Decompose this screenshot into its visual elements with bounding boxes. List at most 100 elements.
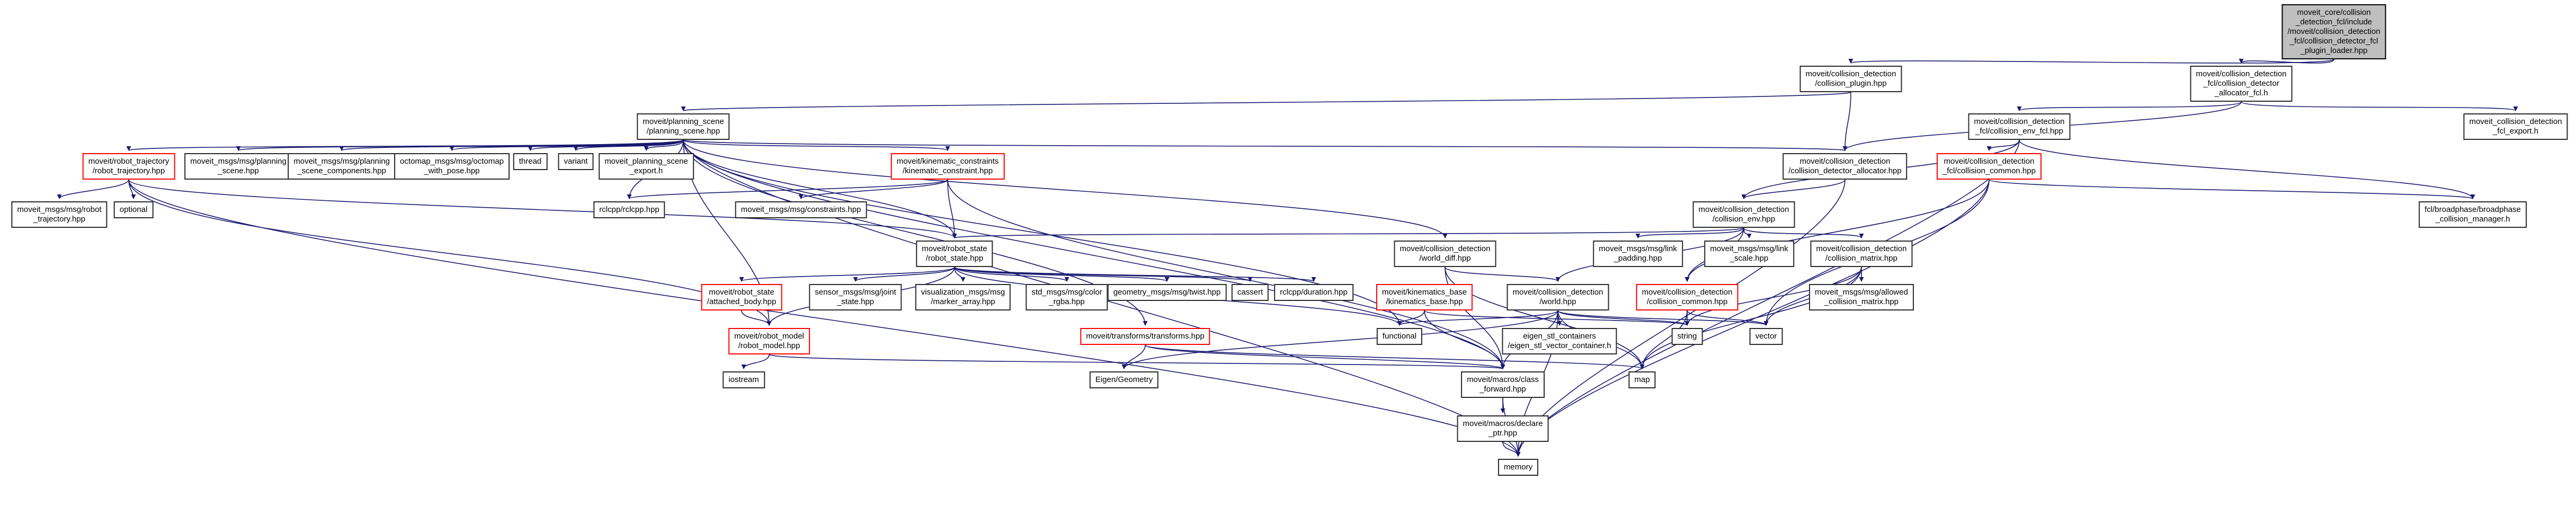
graph-node-iostream[interactable]: iostream	[723, 371, 765, 388]
edge-collision_detector_allocator-to-memory	[1516, 179, 1846, 457]
graph-node-env_fcl[interactable]: moveit/collision_detection_fcl/collision…	[1968, 113, 2071, 140]
graph-node-twist[interactable]: geometry_msgs/msg/twist.hpp	[1107, 284, 1227, 301]
edge-collision_env-to-robot_state	[952, 227, 1744, 238]
edge-transforms-to-map	[1145, 344, 1645, 369]
edge-fcl_collision_common-to-collision_common	[1684, 179, 1990, 282]
edge-robot_state-to-joint_state	[853, 267, 955, 282]
graph-node-robot_trajectory[interactable]: moveit/robot_trajectory/robot_trajectory…	[82, 153, 175, 180]
edge-robot_trajectory-to-msgs_robot_trajectory	[57, 179, 129, 199]
edge-transforms-to-class_forward	[1145, 344, 1505, 369]
edge-planning_scene-to-world_diff	[683, 139, 1448, 238]
graph-node-rclcpp_duration[interactable]: rclcpp/duration.hpp	[1274, 284, 1353, 301]
edge-declare_ptr-to-memory	[1502, 441, 1521, 457]
edge-kinematics_base-to-string	[1424, 310, 1690, 326]
graph-node-declare_ptr[interactable]: moveit/macros/declare_ptr.hpp	[1457, 415, 1549, 442]
edge-kinematic_constraint-to-rclcpp	[627, 179, 948, 199]
graph-node-planning_scene[interactable]: moveit/planning_scene/planning_scene.hpp	[637, 113, 730, 140]
edge-robot_state-to-color_rgba	[954, 267, 1069, 282]
graph-node-string[interactable]: string	[1671, 328, 1703, 345]
graph-node-planning_scene_export[interactable]: moveit_planning_scene_export.h	[599, 153, 694, 180]
graph-node-collision_env[interactable]: moveit/collision_detection/collision_env…	[1692, 201, 1795, 228]
edge-collision_detector_allocator-to-collision_env	[1741, 179, 1846, 199]
edge-collision_matrix-to-string	[1684, 267, 1862, 326]
edge-allocator_fcl-to-env_fcl	[2017, 101, 2242, 111]
edge-world-to-string	[1557, 310, 1690, 326]
graph-node-optional[interactable]: optional	[113, 201, 154, 218]
graph-node-kinematic_constraint[interactable]: moveit/kinematic_constraints/kinematic_c…	[890, 153, 1005, 180]
graph-node-joint_state[interactable]: sensor_msgs/msg/joint_state.hpp	[809, 284, 902, 310]
graph-node-attached_body[interactable]: moveit/robot_state/attached_body.hpp	[701, 284, 782, 310]
edge-collision_env-to-collision_matrix	[1743, 227, 1864, 238]
graph-node-thread[interactable]: thread	[513, 153, 548, 170]
edge-planning_scene-to-msgs_planning_scene_components	[339, 139, 684, 151]
edge-world-to-eigen_geometry	[1121, 310, 1558, 369]
graph-node-world_diff[interactable]: moveit/collision_detection/world_diff.hp…	[1394, 241, 1496, 267]
edge-robot_trajectory-to-memory	[128, 179, 1521, 457]
edge-robot_model-to-iostream	[741, 354, 770, 369]
graph-node-rclcpp[interactable]: rclcpp/rclcpp.hpp	[593, 201, 665, 218]
graph-node-transforms[interactable]: moveit/transforms/transforms.hpp	[1080, 328, 1210, 345]
graph-node-msgs_constraints[interactable]: moveit_msgs/msg/constraints.hpp	[735, 201, 867, 218]
edge-transforms-to-eigen_geometry	[1121, 344, 1146, 369]
graph-node-functional[interactable]: functional	[1376, 328, 1423, 345]
graph-node-collision_detector_allocator[interactable]: moveit/collision_detection/collision_det…	[1782, 153, 1908, 180]
graph-node-robot_state[interactable]: moveit/robot_state/robot_state.hpp	[916, 241, 993, 267]
edge-robot_trajectory-to-robot_state	[128, 179, 957, 238]
graph-node-fcl_broadphase[interactable]: fcl/broadphase/broadphase_collision_mana…	[2419, 201, 2527, 228]
graph-node-fcl_collision_common[interactable]: moveit/collision_detection_fcl/collision…	[1937, 153, 2042, 180]
edge-robot_state-to-attached_body	[739, 267, 955, 282]
graph-node-cassert[interactable]: cassert	[1231, 284, 1269, 301]
edge-root-to-collision_plugin	[1849, 58, 2334, 64]
edge-robot_state-to-rclcpp_duration	[954, 267, 1316, 282]
graph-node-collision_plugin[interactable]: moveit/collision_detection/collision_plu…	[1799, 66, 1902, 92]
edge-collision_env-to-msgs_link_scale	[1743, 227, 1752, 238]
edge-world-to-vector	[1557, 310, 1769, 326]
graph-node-msgs_planning_scene[interactable]: moveit_msgs/msg/planning_scene.hpp	[184, 153, 292, 180]
graph-node-fcl_export[interactable]: moveit_collision_detection_fcl_export.h	[2463, 113, 2568, 140]
edge-robot_model-to-class_forward	[769, 354, 1505, 369]
edge-planning_scene-to-thread	[528, 139, 684, 151]
graph-node-msgs_robot_trajectory[interactable]: moveit_msgs/msg/robot_trajectory.hpp	[11, 201, 108, 228]
edge-attached_body-to-robot_model	[741, 310, 772, 326]
edge-robot_state-to-twist	[954, 267, 1170, 282]
edge-collision_common-to-vector	[1687, 310, 1769, 326]
edge-planning_scene-to-planning_scene_export	[644, 139, 684, 151]
edge-planning_scene-to-octomap_with_pose	[449, 139, 684, 151]
edge-collision_plugin-to-collision_detector_allocator	[1842, 92, 1851, 151]
edge-allocator_fcl-to-fcl_export	[2241, 101, 2518, 111]
graph-node-kinematics_base[interactable]: moveit/kinematics_base/kinematics_base.h…	[1376, 284, 1473, 310]
graph-node-collision_common[interactable]: moveit/collision_detection/collision_com…	[1636, 284, 1739, 310]
graph-node-color_rgba[interactable]: std_msgs/msg/color_rgba.hpp	[1026, 284, 1108, 310]
edge-planning_scene-to-robot_state	[683, 139, 957, 238]
graph-node-variant[interactable]: variant	[558, 153, 594, 170]
graph-node-octomap_with_pose[interactable]: octomap_msgs/msg/octomap_with_pose.hpp	[394, 153, 510, 180]
graph-node-world[interactable]: moveit/collision_detection/world.hpp	[1507, 284, 1609, 310]
edge-planning_scene-to-functional	[683, 139, 1402, 326]
edge-world_diff-to-world	[1445, 267, 1561, 282]
graph-node-msgs_allowed_collision_matrix[interactable]: moveit_msgs/msg/allowed_collision_matrix…	[1809, 284, 1914, 310]
graph-node-msgs_planning_scene_components[interactable]: moveit_msgs/msg/planning_scene_component…	[288, 153, 396, 180]
graph-node-memory[interactable]: memory	[1498, 459, 1539, 476]
edge-planning_scene-to-kinematic_constraint	[683, 139, 950, 151]
graph-node-robot_model[interactable]: moveit/robot_model/robot_model.hpp	[728, 328, 810, 354]
edge-fcl_collision_common-to-fcl_broadphase	[1989, 179, 2475, 199]
graph-node-allocator_fcl[interactable]: moveit/collision_detection_fcl/collision…	[2190, 66, 2293, 102]
edge-kinematic_constraint-to-class_forward	[947, 179, 1505, 369]
edge-env_fcl-to-fcl_collision_common	[1986, 139, 2020, 151]
graph-node-vector[interactable]: vector	[1749, 328, 1783, 345]
graph-node-class_forward[interactable]: moveit/macros/class_forward.hpp	[1461, 371, 1545, 398]
edge-collision_env-to-msgs_link_padding	[1635, 227, 1744, 238]
graph-node-map[interactable]: map	[1628, 371, 1656, 388]
edge-kinematics_base-to-functional	[1397, 310, 1425, 326]
graph-node-collision_matrix[interactable]: moveit/collision_detection/collision_mat…	[1810, 241, 1913, 267]
graph-node-msgs_link_scale[interactable]: moveit_msgs/msg/link_scale.hpp	[1704, 241, 1794, 267]
graph-node-eigen_stl[interactable]: eigen_stl_containers/eigen_stl_vector_co…	[1502, 328, 1617, 354]
edge-kinematic_constraint-to-msgs_constraints	[798, 179, 948, 199]
graph-node-msgs_link_padding[interactable]: moveit_msgs/msg/link_padding.hpp	[1593, 241, 1683, 267]
graph-node-marker_array[interactable]: visualization_msgs/msg/marker_array.hpp	[915, 284, 1011, 310]
graph-node-eigen_geometry[interactable]: Eigen/Geometry	[1089, 371, 1159, 388]
graph-node-root[interactable]: moveit_core/collision_detection_fcl/incl…	[2281, 4, 2386, 59]
edge-robot_state-to-marker_array	[954, 267, 966, 282]
edge-collision_plugin-to-planning_scene	[681, 92, 1851, 111]
edge-env_fcl-to-fcl_broadphase	[2019, 139, 2475, 199]
